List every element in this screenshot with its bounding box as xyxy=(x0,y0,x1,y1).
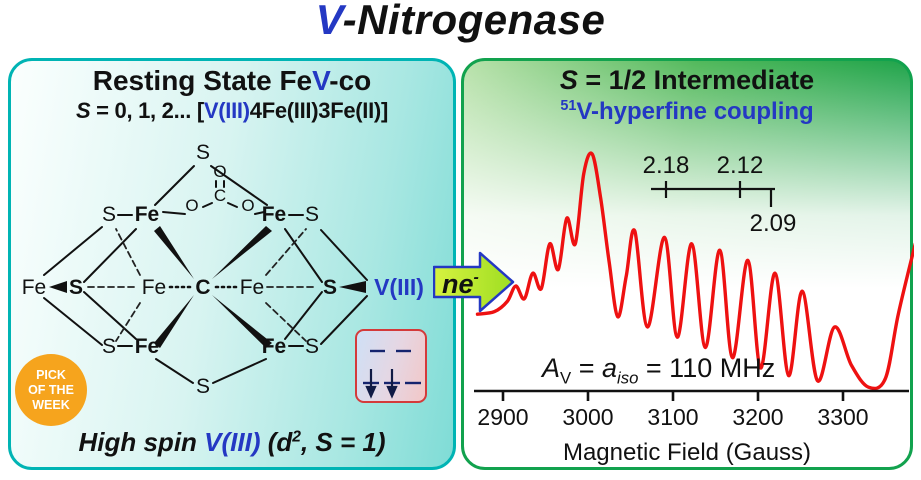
atom-fe-bottom-right: Fe xyxy=(262,335,287,358)
fev-cofactor-structure: S O C O O S Fe Fe S Fe S Fe C Fe S V(III… xyxy=(22,141,424,398)
rp-heading-s: S xyxy=(559,65,578,95)
arrow-minus-sup: - xyxy=(474,269,479,286)
atom-o-right: O xyxy=(241,196,254,215)
left-panel-bottom-line: High spin V(III) (d2, S = 1) xyxy=(11,427,453,458)
a-sub: V xyxy=(560,368,572,388)
cluster-bonds xyxy=(43,165,368,384)
badge-line2: OF THE xyxy=(28,383,74,397)
a-eq1: = xyxy=(571,353,602,383)
spin-down-arrow-icon xyxy=(365,369,398,399)
rp-heading-rest: = 1/2 Intermediate xyxy=(577,65,815,95)
bottom-p2: , xyxy=(300,427,316,457)
title-rest: -Nitrogenase xyxy=(342,0,606,43)
x-axis-tick-labels: 2900 3000 3100 3200 3300 xyxy=(477,404,868,430)
heading-pre: Resting State Fe xyxy=(92,65,313,96)
tick-3100: 3100 xyxy=(647,404,698,430)
a-symbol: A xyxy=(542,353,561,383)
bottom-p3: = 1) xyxy=(332,427,386,457)
g-value-2.12: 2.12 xyxy=(717,152,764,179)
g-value-bracket xyxy=(651,181,775,207)
left-panel-heading: Resting State FeV-co xyxy=(11,65,453,97)
atom-fe-far-left: Fe xyxy=(22,276,47,299)
atom-s-top-right: S xyxy=(305,203,319,226)
atom-c-central: C xyxy=(195,276,210,299)
arrow-ne: ne xyxy=(442,269,474,299)
arrow-shape xyxy=(433,251,515,313)
hyperfine-constant-line: AV = aiso = 110 MHz xyxy=(542,353,775,388)
right-panel-intermediate: S = 1/2 Intermediate 51V-hyperfine coupl… xyxy=(461,58,914,470)
atom-fe-mid-right: Fe xyxy=(240,276,265,299)
atom-fe-bottom-left: Fe xyxy=(135,335,160,358)
atom-s-mid-left: S xyxy=(69,276,83,299)
arrow-label: ne- xyxy=(442,269,479,299)
spin-state-diagram xyxy=(355,329,427,403)
bottom-p1: ( xyxy=(260,427,277,457)
left-panel-resting-state: Resting State FeV-co S = 0, 1, 2... [V(I… xyxy=(8,58,456,470)
atom-c-carbonate: C xyxy=(214,186,226,205)
page-title: V-Nitrogenase xyxy=(0,0,921,44)
spin-s-symbol: S xyxy=(76,98,91,123)
spin-post: 4Fe(III)3Fe(II)] xyxy=(249,98,389,123)
atom-s-mid-right: S xyxy=(323,276,337,299)
atom-fe-top-right: Fe xyxy=(262,203,287,226)
g-value-2.09: 2.09 xyxy=(750,210,797,237)
cluster-bonds-dashed xyxy=(87,228,316,342)
g-value-labels: 2.18 2.12 2.09 xyxy=(643,152,797,237)
heading-post: -co xyxy=(329,65,372,96)
title-v: V xyxy=(315,0,343,43)
a-value: = 110 MHz xyxy=(638,353,776,383)
pick-of-the-week-badge: PICK OF THE WEEK xyxy=(15,354,87,426)
tick-3000: 3000 xyxy=(562,404,613,430)
bottom-d: d xyxy=(276,427,293,457)
rp-sub-v: V xyxy=(576,98,592,125)
cluster-wedge-bonds xyxy=(49,226,366,348)
d2-orbital-diagram xyxy=(363,349,421,399)
aiso-symbol: a xyxy=(601,353,617,383)
bottom-v: V(III) xyxy=(204,427,261,457)
atom-s-bottom-left: S xyxy=(102,335,116,358)
atom-o-top: O xyxy=(213,162,226,181)
bottom-pre: High spin xyxy=(78,427,205,457)
badge-line1: PICK xyxy=(36,368,66,382)
atom-s-top: S xyxy=(196,141,210,164)
electron-transfer-arrow: ne- xyxy=(433,251,515,313)
aiso-sub: iso xyxy=(617,368,639,388)
tick-3300: 3300 xyxy=(817,404,868,430)
left-panel-spin-states-line: S = 0, 1, 2... [V(III)4Fe(III)3Fe(II)] xyxy=(11,98,453,124)
atom-s-bottom: S xyxy=(196,375,210,398)
cluster-atoms: S O C O O S Fe Fe S Fe S Fe C Fe S V(III… xyxy=(22,141,424,398)
epr-curve xyxy=(475,151,914,391)
badge-line3: WEEK xyxy=(32,398,70,412)
atom-s-top-left: S xyxy=(102,203,116,226)
rp-sub-rest: -hyperfine coupling xyxy=(591,98,814,125)
atom-fe-mid-left: Fe xyxy=(142,276,167,299)
spin-v: V(III) xyxy=(203,98,250,123)
bottom-dsup: 2 xyxy=(292,428,301,446)
atom-s-bottom-right: S xyxy=(305,335,319,358)
bottom-s: S xyxy=(315,427,333,457)
right-panel-heading: S = 1/2 Intermediate xyxy=(464,65,910,96)
heading-v: V xyxy=(312,65,330,96)
tick-3200: 3200 xyxy=(732,404,783,430)
epr-spectrum: 2.18 2.12 2.09 2900 3000 3100 3200 3300 xyxy=(474,151,914,430)
atom-fe-top-left: Fe xyxy=(135,203,160,226)
right-panel-subheading: 51V-hyperfine coupling xyxy=(464,98,910,126)
spin-mid: = 0, 1, 2... [ xyxy=(90,98,204,123)
rp-sub-sup: 51 xyxy=(560,98,577,114)
x-axis-label: Magnetic Field (Gauss) xyxy=(562,439,812,466)
x-axis xyxy=(474,389,909,401)
tick-2900: 2900 xyxy=(477,404,528,430)
atom-o-left: O xyxy=(185,196,198,215)
g-value-2.18: 2.18 xyxy=(643,152,690,179)
atom-v: V(III) xyxy=(374,274,424,300)
